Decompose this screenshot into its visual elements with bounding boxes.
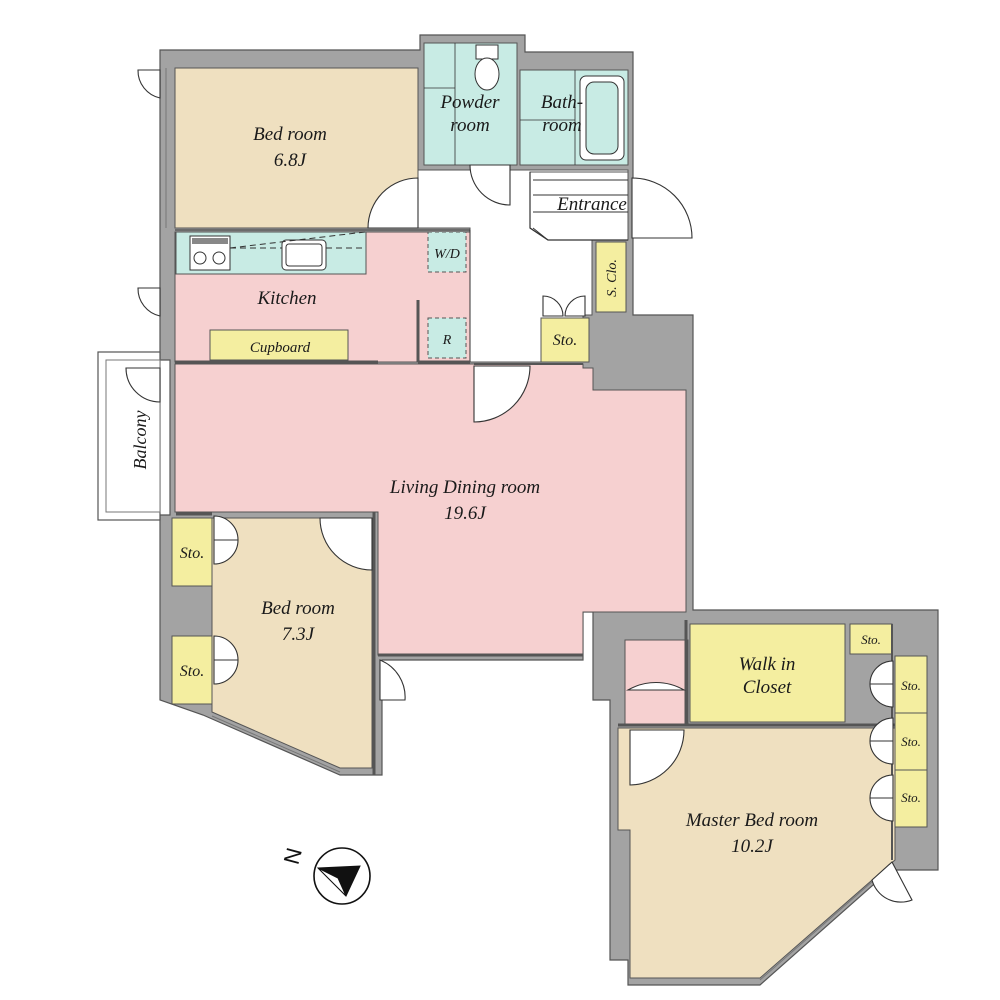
bath-divider	[520, 70, 576, 165]
bathtub-icon	[579, 75, 625, 161]
sto-master-3-label: Sto.	[901, 790, 921, 805]
living-dining-label: Living Dining room	[389, 477, 540, 498]
cupboard-label: Cupboard	[250, 340, 311, 356]
closet-door-b2-top	[213, 515, 239, 565]
refrigerator-box	[427, 317, 467, 359]
storage	[171, 231, 928, 828]
sto-hall-door	[542, 295, 586, 317]
door-kitchen-window	[137, 287, 161, 317]
door-living	[473, 365, 531, 423]
window-master	[759, 865, 891, 981]
range-hood-line	[229, 231, 366, 249]
walk-in-closet-label-2: Closet	[743, 677, 792, 698]
north-arrow-icon: N	[279, 845, 371, 905]
bathroom-label-1: Bath-	[541, 92, 583, 113]
door-powder	[469, 164, 511, 206]
master-bedroom-label: Master Bed room	[685, 810, 818, 831]
bedroom-2-size: 7.3J	[282, 624, 316, 645]
bathroom-label-2: room	[542, 115, 581, 136]
sto-master-top-label: Sto.	[861, 632, 881, 647]
door-master	[629, 729, 685, 786]
shoe-closet-box	[595, 241, 627, 313]
bedroom-1-label: Bed room	[253, 124, 327, 145]
fixtures	[189, 43, 628, 271]
door-bedroom1-window	[137, 69, 161, 99]
shoe-closet-label: S. Clo.	[605, 259, 620, 297]
toilet-icon	[474, 44, 500, 91]
partitions	[165, 68, 895, 981]
sto-master-top-box	[849, 623, 893, 655]
bedroom-2-label: Bed room	[261, 598, 335, 619]
balcony-label: Balcony	[130, 411, 150, 470]
door-entrance	[631, 177, 693, 239]
window-bedroom2	[211, 715, 341, 773]
sto-hall-box	[540, 317, 590, 363]
vanity-line	[424, 43, 456, 165]
entrance-edge	[529, 172, 628, 241]
north-label: N	[279, 845, 307, 867]
entrance-steps	[532, 179, 628, 241]
door-bedroom2	[319, 517, 373, 571]
kitchen-label: Kitchen	[256, 288, 316, 309]
powder-room-label-1: Powder	[439, 92, 500, 113]
closet-door-master-3	[869, 774, 894, 822]
refrigerator-label: R	[442, 333, 452, 348]
sto-master-3-box	[894, 769, 928, 828]
door-balcony	[125, 367, 161, 403]
door-master-passage	[625, 681, 687, 691]
walk-in-closet-label-1: Walk in	[739, 654, 796, 675]
stove-icon	[189, 235, 231, 271]
master-bedroom-size: 10.2J	[731, 836, 774, 857]
powder-room-floor	[423, 42, 518, 166]
walk-in-closet-floor	[689, 623, 846, 723]
door-bedroom2-window	[379, 659, 406, 701]
sto-hall-label: Sto.	[553, 332, 577, 349]
sink-icon	[281, 239, 327, 271]
sto-b2-bottom-label: Sto.	[180, 663, 204, 680]
closet-door-master-2	[869, 717, 894, 765]
closet-door-b2-bottom	[213, 635, 239, 685]
powder-room-label-2: room	[450, 115, 489, 136]
doors	[125, 69, 913, 903]
sto-b2-top-box	[171, 517, 213, 587]
labels: Bed room 6.8J Powder room Bath- room Ent…	[130, 92, 921, 857]
door-master-balcony	[871, 861, 913, 903]
bedroom-1-size: 6.8J	[274, 150, 308, 171]
sto-b2-bottom-box	[171, 635, 213, 705]
living-dining-floor	[174, 363, 687, 656]
cupboard-box	[209, 329, 349, 361]
living-dining-size: 19.6J	[444, 503, 487, 524]
door-bedroom1	[367, 177, 419, 229]
closet-door-master-1	[869, 660, 894, 708]
entrance-label: Entrance	[556, 194, 627, 215]
sto-master-2-label: Sto.	[901, 734, 921, 749]
sto-master-2-box	[894, 712, 928, 771]
sto-b2-top-label: Sto.	[180, 545, 204, 562]
washer-dryer-box	[427, 231, 467, 273]
washer-dryer-label: W/D	[434, 247, 460, 262]
sto-master-1-label: Sto.	[901, 678, 921, 693]
